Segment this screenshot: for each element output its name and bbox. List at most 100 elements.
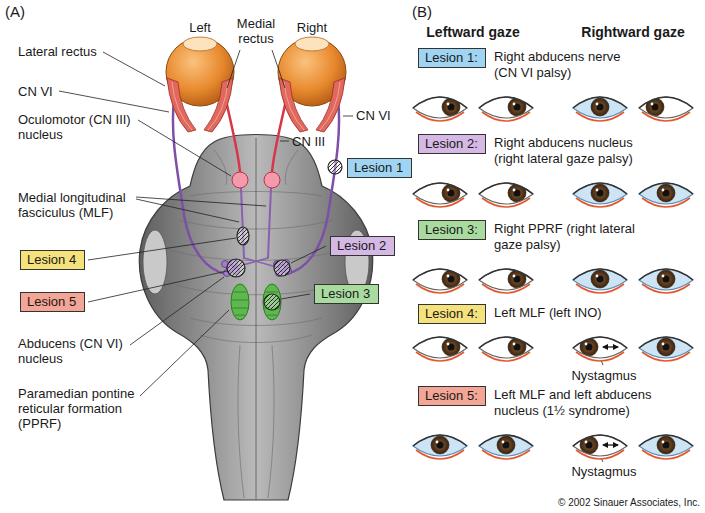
text: Lesion 2: [425,136,478,151]
lesion-box: Lesion 2:Right abducens nucleus (right l… [418,134,486,154]
eye [479,97,533,121]
iris [497,436,515,454]
lesion-marker [328,160,342,174]
pupil [597,190,604,197]
lesion-label: Lesion 3: [425,222,479,238]
structure-label: Oculomotor (CN III) nucleus [18,112,143,142]
eye-highlight [651,103,654,106]
pupil [514,190,521,197]
lesion-box: Lesion 3 [314,284,379,304]
pupil [514,276,521,283]
cornea [295,37,329,51]
text: Leftward gaze [426,24,519,40]
pupil [448,104,455,111]
lesion-label: Lesion 4: [425,306,479,322]
lower-lid [642,450,690,459]
lower-lid [642,198,690,207]
mlf-tract [241,188,244,258]
upper-lid [573,337,627,348]
pprf [231,284,281,320]
lower-lid [642,284,690,293]
lesion-label: Lesion 4 [27,252,78,268]
iris [591,270,609,288]
lower-lid [576,284,624,293]
text: Rightward gaze [581,24,684,40]
eye-highlight [502,441,505,444]
eye [573,183,627,207]
leader-line [59,91,169,112]
pupil [663,442,670,449]
pupil [586,344,593,351]
eye-highlight [596,103,599,106]
lower-lid [576,112,624,121]
lower-lid [482,284,530,293]
pupil [663,344,670,351]
upper-lid [479,97,533,108]
structure-label: CN III [292,134,342,149]
lower-lid [416,284,464,293]
lesion-description: Left MLF and left abducens nucleus (1½ s… [494,387,666,419]
leader-line [272,50,285,88]
lower-lid [416,112,464,121]
pupil [448,344,455,351]
pupil [448,190,455,197]
abducens-nucleus [274,260,292,277]
lesion-label: Lesion 5 [27,294,78,310]
text: Lesion 1 [354,160,403,175]
text: Left MLF (left INO) [494,305,602,320]
pupil [448,276,455,283]
text: © 2002 Sinauer Associates, Inc. [558,497,700,508]
oculomotor-nucleus [232,172,248,188]
eye-highlight [662,343,665,346]
lesion-box: Lesion 5 [20,292,85,312]
text: CN VI [18,84,53,99]
text: Right PPRF (right lateral gaze palsy) [494,221,635,252]
structure-label: Medial rectus [228,16,284,46]
eye [639,97,693,121]
lesion-marker [274,260,290,276]
lesion-marker [227,259,245,277]
lesion-label: Lesion 2: [425,136,479,152]
structure-label: Abducens (CN VI) nucleus [18,336,143,366]
eye [639,269,693,293]
leader-line [130,277,224,345]
lesion-box: Lesion 1 [347,158,412,178]
iris [657,436,675,454]
eye [479,435,533,459]
column-heading: Rightward gaze [568,24,698,40]
eye [413,97,467,121]
text: Lateral rectus [18,44,97,59]
eye-highlight [662,441,665,444]
lesion-label: Lesion 5: [425,388,479,404]
text: Right [297,20,327,35]
eye-highlight [513,103,516,106]
structure-label: Paramedian pontine reticular formation (… [18,386,143,431]
brainstem-outline [139,135,372,501]
lower-lid [642,352,690,361]
eye [479,183,533,207]
leader-line [136,199,239,222]
lateral-rectus [316,78,345,132]
pupil [586,442,593,449]
lesion-marker [237,227,249,245]
upper-lid [639,97,693,108]
leader-line [140,310,229,396]
upper-lid [639,183,693,194]
side-label: Left [175,20,225,35]
lesion-box: Lesion 4 [20,250,85,270]
midline [256,138,257,500]
medial-rectus [279,78,308,132]
eye [479,269,533,293]
lesion-label: Lesion 2 [337,238,388,254]
text: Lesion 4 [27,252,76,267]
upper-lid [479,269,533,280]
oculomotor-nerve [226,100,240,172]
lower-lid [482,352,530,361]
eye [573,97,627,121]
medial-rectus [204,78,233,132]
nuclei [222,172,292,320]
cornea [183,37,217,51]
leader-line [280,141,289,142]
lower-lid [642,112,690,121]
text: (A) [5,3,25,20]
